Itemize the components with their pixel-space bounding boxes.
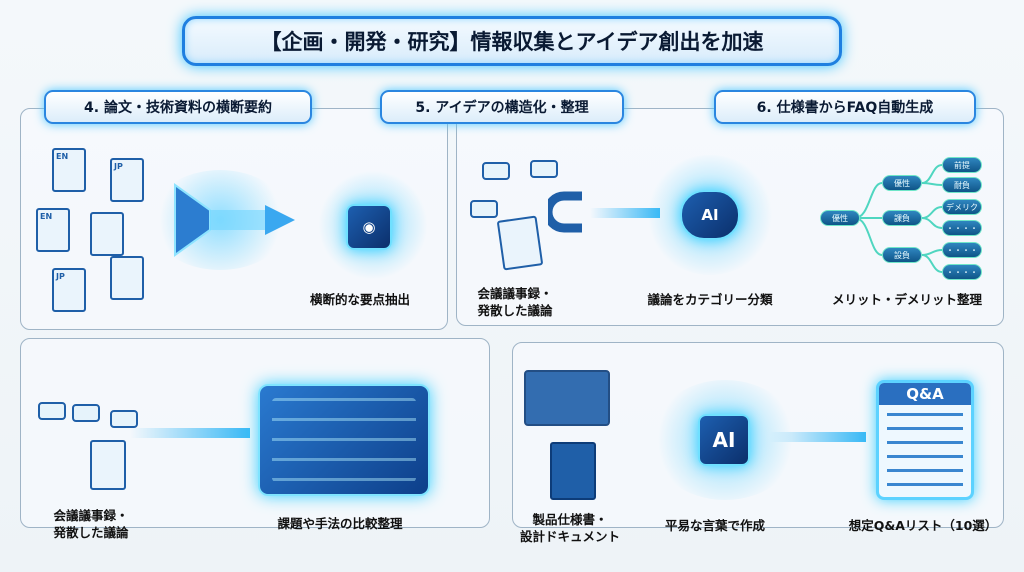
chat-bubble-icon: [470, 200, 498, 218]
result-label: 横断的な要点抽出: [309, 292, 410, 307]
input-label: 会議議事録・ 発散した議論: [477, 286, 553, 318]
mindmap-leaf: 耐負: [942, 177, 982, 193]
spec-document-icon: [550, 442, 596, 500]
section-header-5: 5. アイデアの構造化・整理: [380, 90, 624, 124]
flow-arrow: [770, 432, 866, 442]
qa-list-icon: Q&A: [876, 380, 974, 500]
minutes-document-icon: [496, 215, 544, 271]
mindmap-branch: 課負: [882, 210, 922, 226]
chat-bubble-icon: [72, 404, 100, 422]
comparison-table-icon: [258, 384, 430, 496]
section-header-4: 4. 論文・技術資料の横断要約: [44, 90, 312, 124]
document-icon: [110, 256, 144, 300]
document-icon: EN: [36, 208, 70, 252]
doc-tag-jp: JP: [114, 162, 123, 171]
doc-tag-en: EN: [40, 212, 53, 221]
chat-bubble-icon: [110, 410, 138, 428]
flow-arrow: [130, 428, 250, 438]
doc-tag-en: EN: [56, 152, 69, 161]
processor-chip-icon: ◉: [346, 204, 392, 250]
ai-brain-icon: AI: [680, 190, 740, 240]
funnel-icon: [174, 183, 295, 257]
input-label: 製品仕様書・ 設計ドキュメント: [519, 512, 620, 544]
chat-bubble-icon: [482, 162, 510, 180]
result-label: 課題や手法の比較整理: [277, 516, 403, 531]
mindmap: 優性 優性 課負 設負 前提 耐負 デメリク ・・・・ ・・・・ ・・・・: [820, 150, 1000, 290]
chat-bubble-icon: [530, 160, 558, 178]
middle-label: 議論をカテゴリー分類: [647, 292, 773, 307]
result-label: メリット・デメリット整理: [831, 292, 982, 307]
doc-tag-jp: JP: [56, 272, 65, 281]
mindmap-leaf: 前提: [942, 157, 982, 173]
blueprint-icon: [524, 370, 610, 426]
document-icon: JP: [110, 158, 144, 202]
minutes-document-icon: [90, 440, 126, 490]
page-title: 【企画・開発・研究】情報収集とアイデア創出を加速: [182, 16, 842, 66]
mindmap-leaf: ・・・・: [942, 242, 982, 258]
document-icon: JP: [52, 268, 86, 312]
ai-chip-icon: AI: [698, 414, 750, 466]
document-icon: [90, 212, 124, 256]
result-label: 想定Q&Aリスト（10選）: [848, 518, 998, 533]
mindmap-root: 優性: [820, 210, 860, 226]
mindmap-leaf: ・・・・: [942, 264, 982, 280]
mindmap-leaf: デメリク: [942, 199, 982, 215]
qa-title: Q&A: [879, 383, 971, 405]
document-icon: EN: [52, 148, 86, 192]
mindmap-branch: 優性: [882, 175, 922, 191]
mindmap-branch: 設負: [882, 247, 922, 263]
mindmap-leaf: ・・・・: [942, 220, 982, 236]
input-label: 会議議事録・ 発散した議論: [53, 508, 129, 540]
section-header-6: 6. 仕様書からFAQ自動生成: [714, 90, 976, 124]
magnet-icon: [548, 191, 582, 233]
chat-bubble-icon: [38, 402, 66, 420]
flow-arrow: [590, 208, 660, 218]
middle-label: 平易な言葉で作成: [664, 518, 765, 533]
